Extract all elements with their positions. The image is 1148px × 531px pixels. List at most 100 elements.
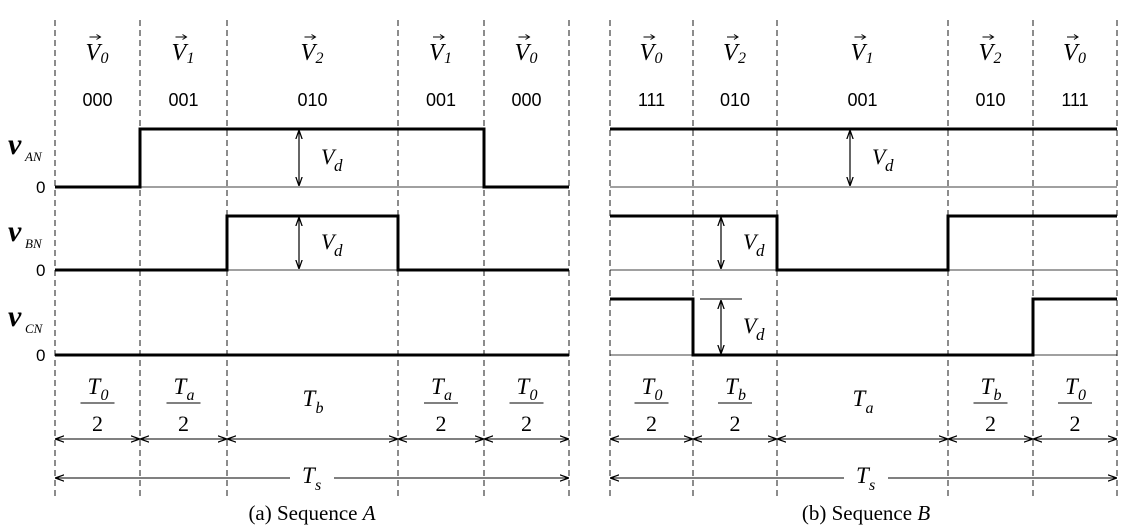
interval-numerator-main: T bbox=[1065, 374, 1080, 399]
switching-state-code: 111 bbox=[638, 90, 665, 110]
interval-symbol-sub: b bbox=[316, 400, 324, 417]
caption-word: Sequence bbox=[832, 501, 918, 525]
panel-caption: (b) Sequence B bbox=[802, 501, 930, 525]
ts-label-sub: s bbox=[315, 477, 321, 494]
waveform-vcn bbox=[610, 297, 1117, 357]
vd-label-sub: d bbox=[885, 156, 894, 175]
row-zero-label: 0 bbox=[36, 346, 45, 365]
vector-symbol-main: V bbox=[723, 40, 740, 66]
vector-arrow-head bbox=[861, 34, 867, 40]
interval-numerator-sub: b bbox=[738, 387, 746, 404]
caption-prefix: (b) bbox=[802, 501, 832, 525]
interval-denominator: 2 bbox=[436, 411, 447, 436]
caption-prefix: (a) bbox=[248, 501, 277, 525]
vd-label-main: V bbox=[872, 144, 888, 169]
vector-symbol-sub: 0 bbox=[530, 50, 538, 67]
interval-numerator-sub: 0 bbox=[655, 387, 663, 404]
vd-label-sub: d bbox=[334, 156, 343, 175]
switching-state-code: 010 bbox=[297, 90, 327, 110]
ts-label-main: T bbox=[302, 463, 317, 488]
vector-symbol-main: V bbox=[640, 40, 657, 66]
interval-numerator-main: T bbox=[981, 374, 996, 399]
interval-numerator-main: T bbox=[517, 374, 532, 399]
interval-symbol-main: T bbox=[853, 386, 868, 411]
interval-numerator-sub: a bbox=[187, 387, 195, 404]
row-zero-label: 0 bbox=[36, 261, 45, 280]
interval-denominator: 2 bbox=[730, 411, 741, 436]
interval-denominator: 2 bbox=[1070, 411, 1081, 436]
vector-symbol-sub: 0 bbox=[655, 50, 663, 67]
vector-symbol-main: V bbox=[851, 40, 868, 66]
row-label-vbn-main: v bbox=[8, 215, 22, 248]
vector-symbol-main: V bbox=[1063, 40, 1080, 66]
vd-label-sub: d bbox=[756, 241, 765, 260]
row-label-vbn-sub: BN bbox=[25, 236, 43, 251]
vector-symbol-sub: 0 bbox=[101, 50, 109, 67]
interval-numerator-main: T bbox=[88, 374, 103, 399]
vector-arrow-head bbox=[525, 34, 531, 40]
waveform-vbn bbox=[610, 214, 1117, 272]
vector-symbol-main: V bbox=[429, 40, 446, 66]
vector-symbol-sub: 1 bbox=[866, 50, 874, 67]
vd-label-sub: d bbox=[334, 241, 343, 260]
vector-arrow-head bbox=[96, 34, 102, 40]
vector-arrow-head bbox=[650, 34, 656, 40]
vd-label-main: V bbox=[743, 229, 759, 254]
switching-state-code: 010 bbox=[975, 90, 1005, 110]
vd-label-main: V bbox=[743, 313, 759, 338]
interval-denominator: 2 bbox=[646, 411, 657, 436]
vector-symbol-sub: 0 bbox=[1078, 50, 1086, 67]
interval-denominator: 2 bbox=[178, 411, 189, 436]
vd-label-main: V bbox=[321, 144, 337, 169]
vector-symbol-main: V bbox=[515, 40, 532, 66]
interval-numerator-main: T bbox=[174, 374, 189, 399]
row-label-van-sub: AN bbox=[24, 149, 43, 164]
switching-state-code: 000 bbox=[82, 90, 112, 110]
interval-numerator-main: T bbox=[642, 374, 657, 399]
caption-text: (b) Sequence B bbox=[802, 501, 930, 525]
interval-numerator-sub: b bbox=[994, 387, 1002, 404]
vector-symbol-main: V bbox=[979, 40, 996, 66]
interval-numerator-main: T bbox=[431, 374, 446, 399]
switching-state-code: 111 bbox=[1061, 90, 1088, 110]
switching-state-code: 001 bbox=[426, 90, 456, 110]
interval-numerator-sub: 0 bbox=[101, 387, 109, 404]
row-label-vcn-sub: CN bbox=[25, 321, 44, 336]
caption-word: Sequence bbox=[277, 501, 363, 525]
waveform-vbn bbox=[55, 214, 569, 272]
